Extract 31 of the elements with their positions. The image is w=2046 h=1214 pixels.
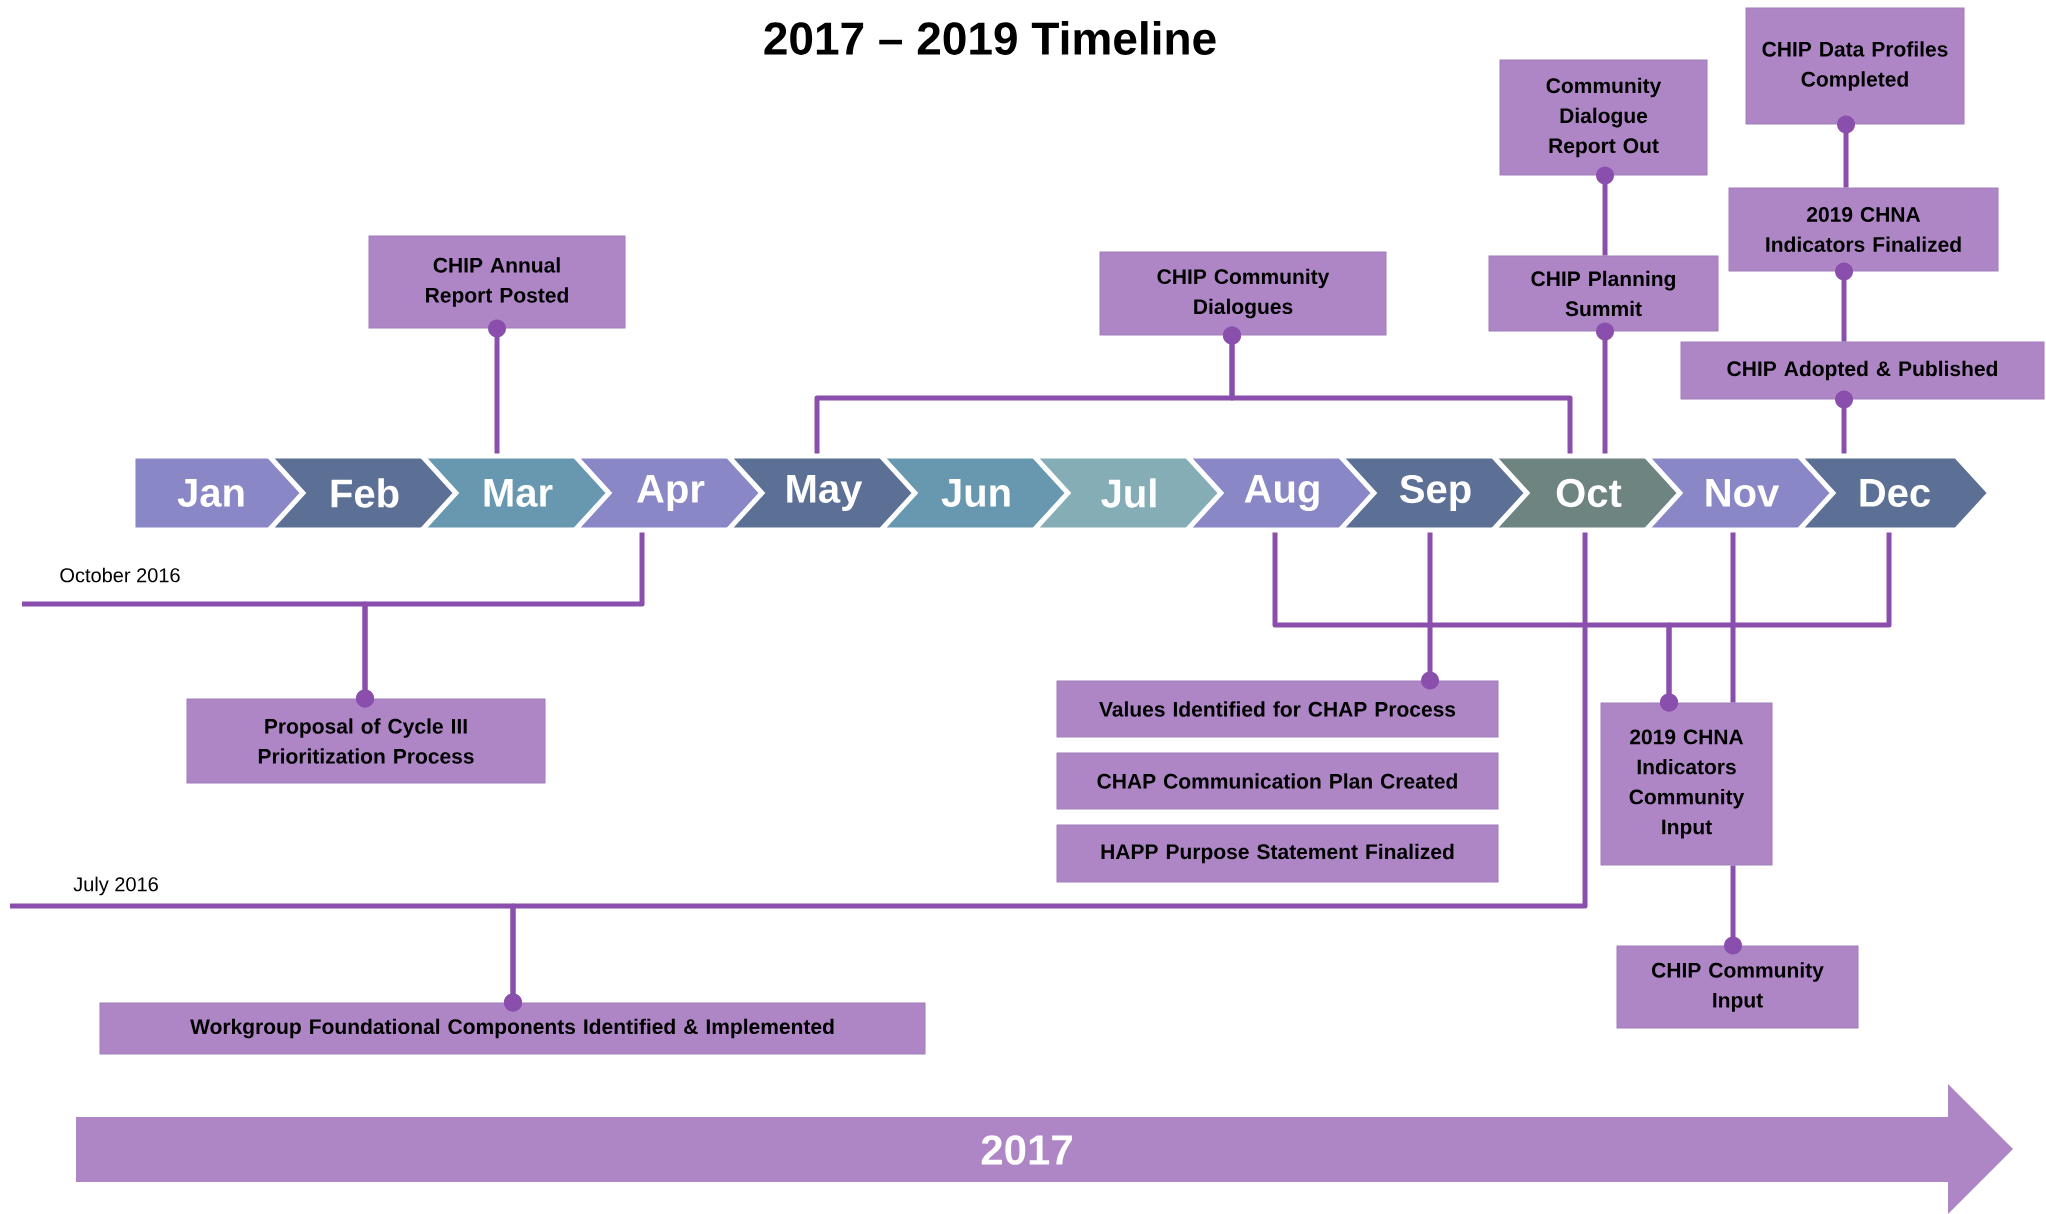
leader-line — [1837, 115, 1855, 188]
leader-line — [1660, 532, 1892, 712]
leader-line — [1223, 326, 1573, 454]
event-box: CHIP Data Profiles Completed — [1745, 7, 1965, 125]
event-box: Proposal of Cycle III Prioritization Process — [186, 698, 546, 784]
event-box: 2019 CHNA Indicators Community Input — [1600, 702, 1773, 866]
event-box: CHIP Planning Summit — [1488, 255, 1719, 332]
leader-line — [356, 532, 645, 708]
leader-line — [504, 532, 1588, 1012]
leader-line — [1596, 166, 1614, 256]
date-label: July 2016 — [73, 876, 158, 896]
event-box: CHAP Communication Plan Created — [1056, 752, 1499, 810]
leader-line — [1835, 390, 1853, 454]
leader-line — [1724, 865, 1742, 955]
event-box: CHIP Adopted & Published — [1680, 341, 2045, 400]
event-box: Workgroup Foundational Components Identified & Implemented — [99, 1002, 926, 1055]
event-box: 2019 CHNA Indicators Finalized — [1728, 187, 1999, 272]
event-box: HAPP Purpose Statement Finalized — [1056, 824, 1499, 883]
title: 2017 – 2019 Timeline — [764, 21, 1216, 55]
date-label: October 2016 — [60, 567, 180, 583]
leader-line — [1730, 532, 1736, 703]
event-box: Values Identified for CHAP Process — [1056, 680, 1499, 738]
event-box: CHIP Annual Report Posted — [368, 235, 626, 329]
event-box: CHIP Community Input — [1616, 945, 1859, 1029]
event-box: CHIP Community Dialogues — [1099, 251, 1387, 336]
month-segment: Dec — [1793, 453, 1994, 533]
leader-line — [488, 319, 506, 454]
leader-line — [1421, 532, 1439, 690]
leader-line — [1596, 322, 1614, 454]
leader-line — [1835, 262, 1853, 342]
event-box: Community Dialogue Report Out — [1499, 59, 1708, 176]
